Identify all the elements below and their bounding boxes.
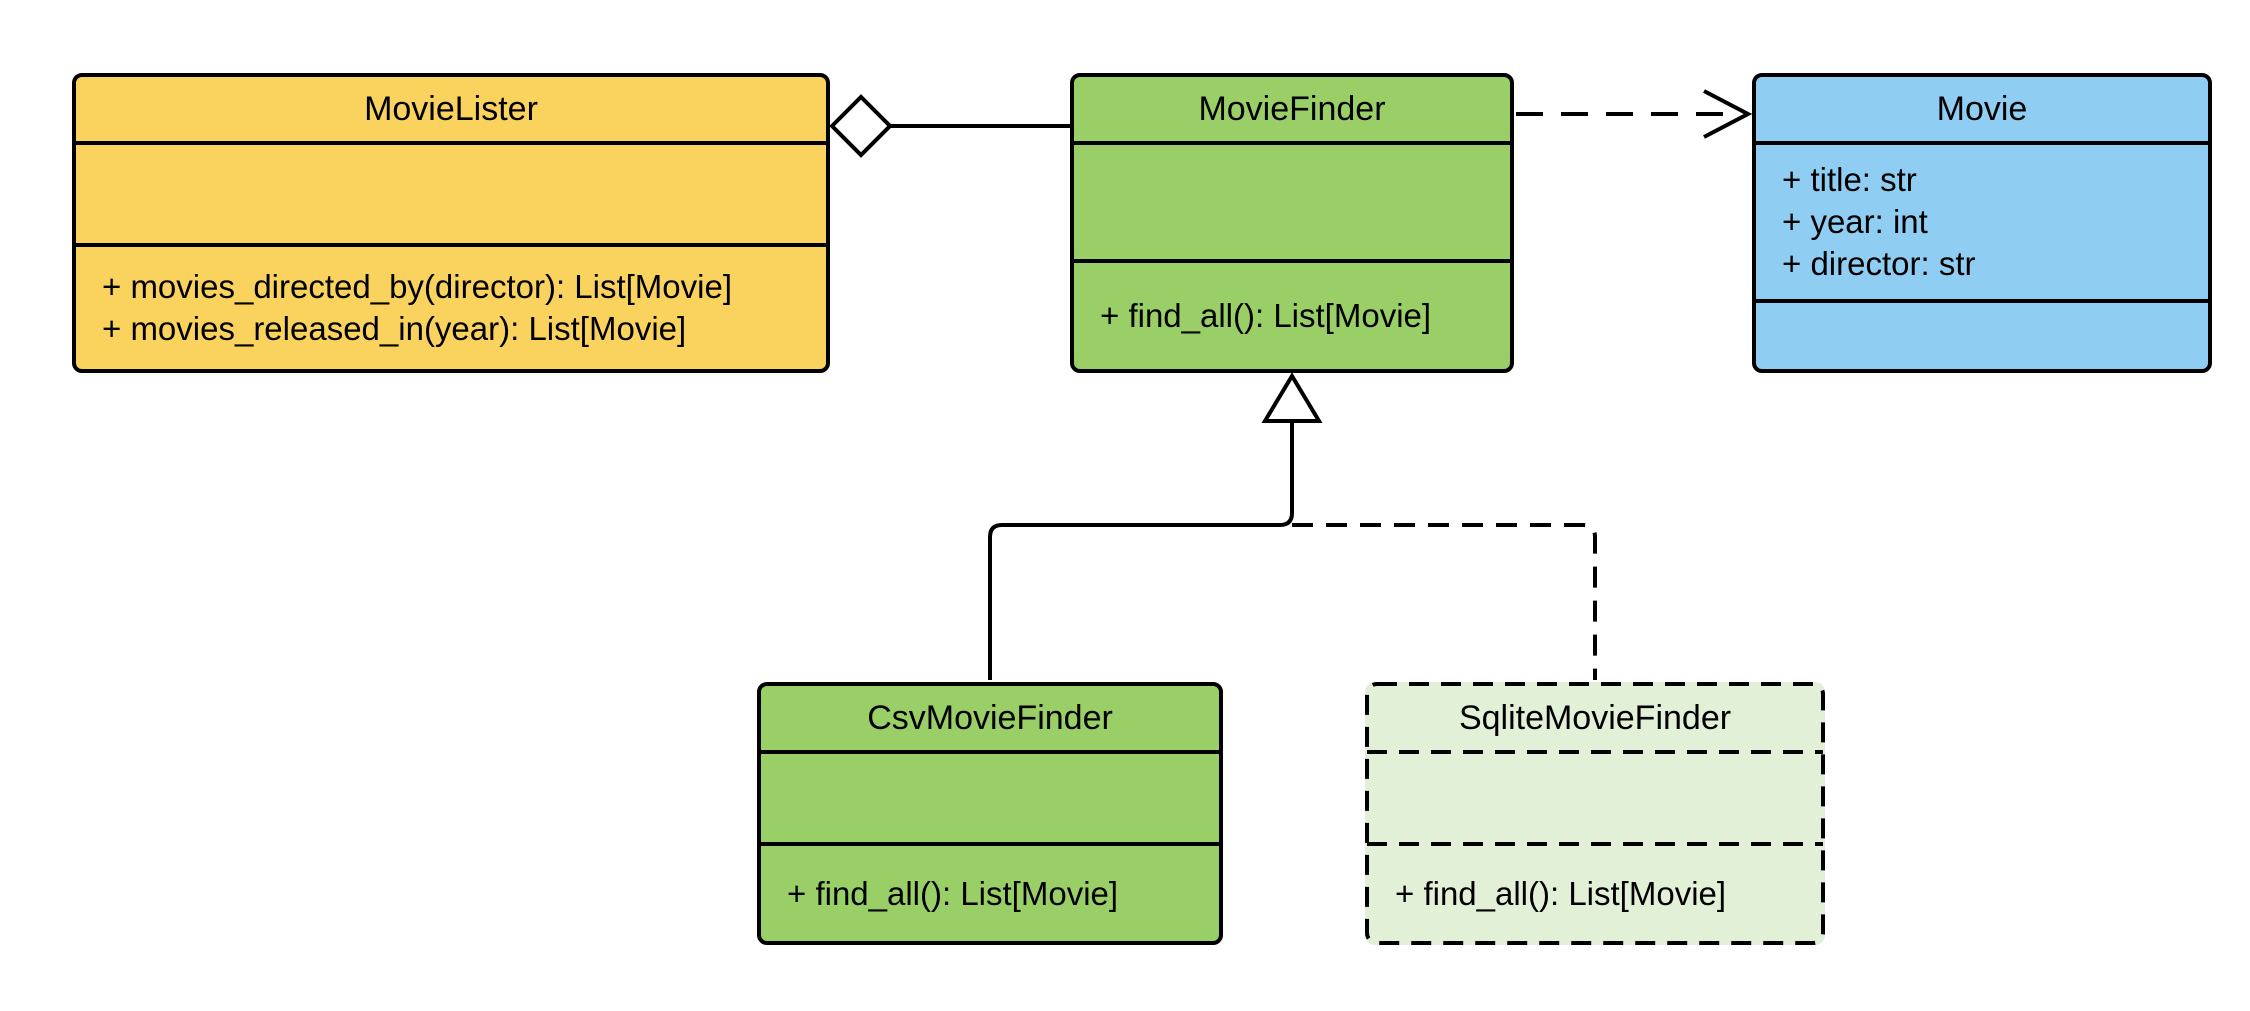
dependency-open-arrowhead-icon [1703,89,1753,139]
aggregation-diamond-icon [829,94,893,158]
class-name-movie: Movie [1936,89,2028,128]
class-name-sqlitemoviefinder: SqliteMovieFinder [1458,698,1732,737]
method-label: + find_all(): List[Movie] [1100,297,1432,334]
methods-compartment-sqlitemoviefinder: + find_all(): List[Movie] [1369,842,1821,941]
class-name-csvmoviefinder: CsvMovieFinder [867,698,1113,737]
method-label: + find_all(): List[Movie] [1395,874,1727,912]
methods-compartment-movielister: + movies_directed_by(director): List[Mov… [76,243,826,369]
method-label: + movies_directed_by(director): List[Mov… [102,268,732,305]
attribute-label: + title: str [1782,161,1917,198]
attributes-compartment-movielister [76,141,826,243]
class-box-movie: Movie + title: str + year: int + directo… [1752,73,2212,373]
attribute-label: + year: int [1782,203,1928,240]
class-box-sqlitemoviefinder: SqliteMovieFinder + find_all(): List[Mov… [1365,682,1825,945]
method-label: + find_all(): List[Movie] [787,874,1119,912]
realization-line-sqlitemoviefinder [1292,523,1597,680]
generalization-line-csvmoviefinder [988,421,1294,680]
methods-compartment-csvmoviefinder: + find_all(): List[Movie] [761,842,1219,941]
method-label: + movies_released_in(year): List[Movie] [102,310,687,347]
methods-compartment-moviefinder: + find_all(): List[Movie] [1074,259,1510,369]
attributes-compartment-csvmoviefinder [761,750,1219,842]
attributes-compartment-movie: + title: str + year: int + director: str [1756,141,2208,299]
class-box-movielister: MovieLister + movies_directed_by(directo… [72,73,830,373]
class-box-csvmoviefinder: CsvMovieFinder + find_all(): List[Movie] [757,682,1223,945]
methods-compartment-movie [1756,299,2208,369]
generalization-triangle-icon [1261,372,1323,423]
class-box-moviefinder: MovieFinder + find_all(): List[Movie] [1070,73,1514,373]
attribute-label: + director: str [1782,245,1976,282]
attributes-compartment-sqlitemoviefinder [1369,750,1821,842]
attributes-compartment-moviefinder [1074,141,1510,259]
class-name-movielister: MovieLister [364,89,538,128]
class-name-moviefinder: MovieFinder [1198,89,1386,128]
